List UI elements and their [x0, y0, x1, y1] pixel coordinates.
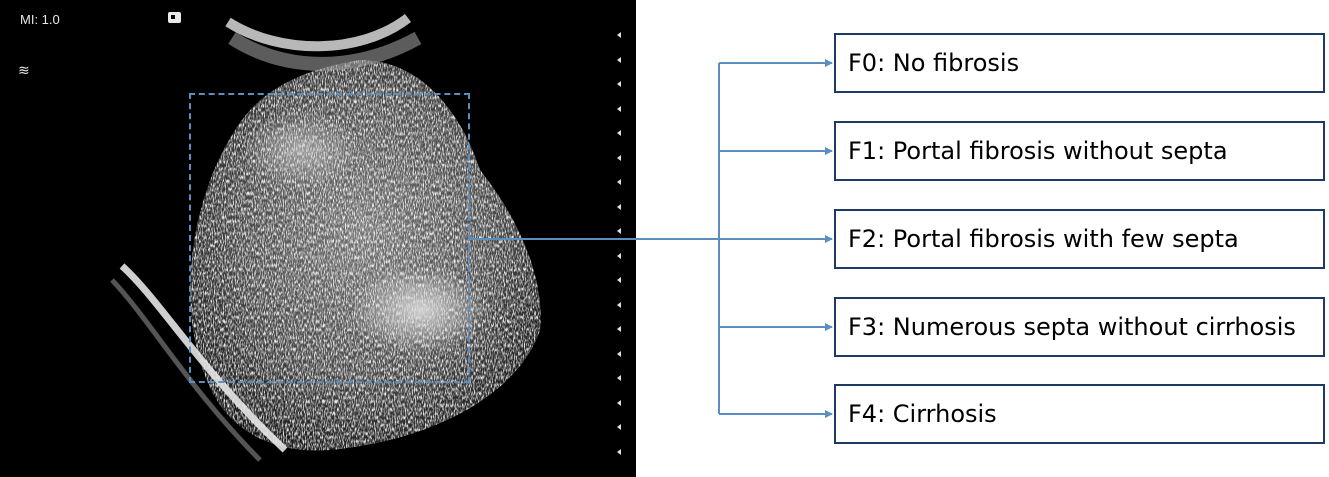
- stage-box-f1: F1: Portal fibrosis without septa: [834, 121, 1325, 181]
- stage-label-f4: F4: Cirrhosis: [848, 400, 997, 428]
- ultrasound-scan: [110, 13, 541, 462]
- depth-marker: [617, 375, 621, 381]
- ultrasound-image: MI: 1.0 ≋: [0, 0, 636, 477]
- stage-box-f0: F0: No fibrosis: [834, 33, 1325, 93]
- depth-marker: [617, 277, 621, 283]
- depth-marker: [617, 81, 621, 87]
- mechanical-index-label: MI: 1.0: [20, 12, 60, 27]
- depth-marker: [617, 326, 621, 332]
- depth-marker: [617, 130, 621, 136]
- depth-marker: [617, 424, 621, 430]
- depth-marker: [617, 350, 621, 357]
- depth-marker: [617, 252, 621, 259]
- depth-marker: [617, 32, 621, 38]
- depth-marker: [617, 154, 621, 161]
- stage-box-f3: F3: Numerous septa without cirrhosis: [834, 297, 1325, 357]
- depth-marker: [617, 228, 621, 234]
- depth-marker: [617, 105, 621, 112]
- stage-box-f4: F4: Cirrhosis: [834, 384, 1325, 444]
- stage-label-f3: F3: Numerous septa without cirrhosis: [848, 313, 1296, 341]
- probe-icon: ≋: [18, 63, 30, 79]
- stage-label-f1: F1: Portal fibrosis without septa: [848, 137, 1228, 165]
- depth-marker: [617, 448, 621, 455]
- depth-marker: [617, 179, 621, 185]
- depth-marker: [617, 56, 621, 63]
- stage-label-f0: F0: No fibrosis: [848, 49, 1020, 77]
- depth-marker: [617, 301, 621, 308]
- stage-label-f2: F2: Portal fibrosis with few septa: [848, 225, 1239, 253]
- region-of-interest-box: [189, 93, 470, 383]
- stage-box-f2: F2: Portal fibrosis with few septa: [834, 209, 1325, 269]
- orientation-marker-icon: [168, 12, 181, 23]
- depth-marker: [617, 399, 621, 406]
- depth-marker: [617, 203, 621, 210]
